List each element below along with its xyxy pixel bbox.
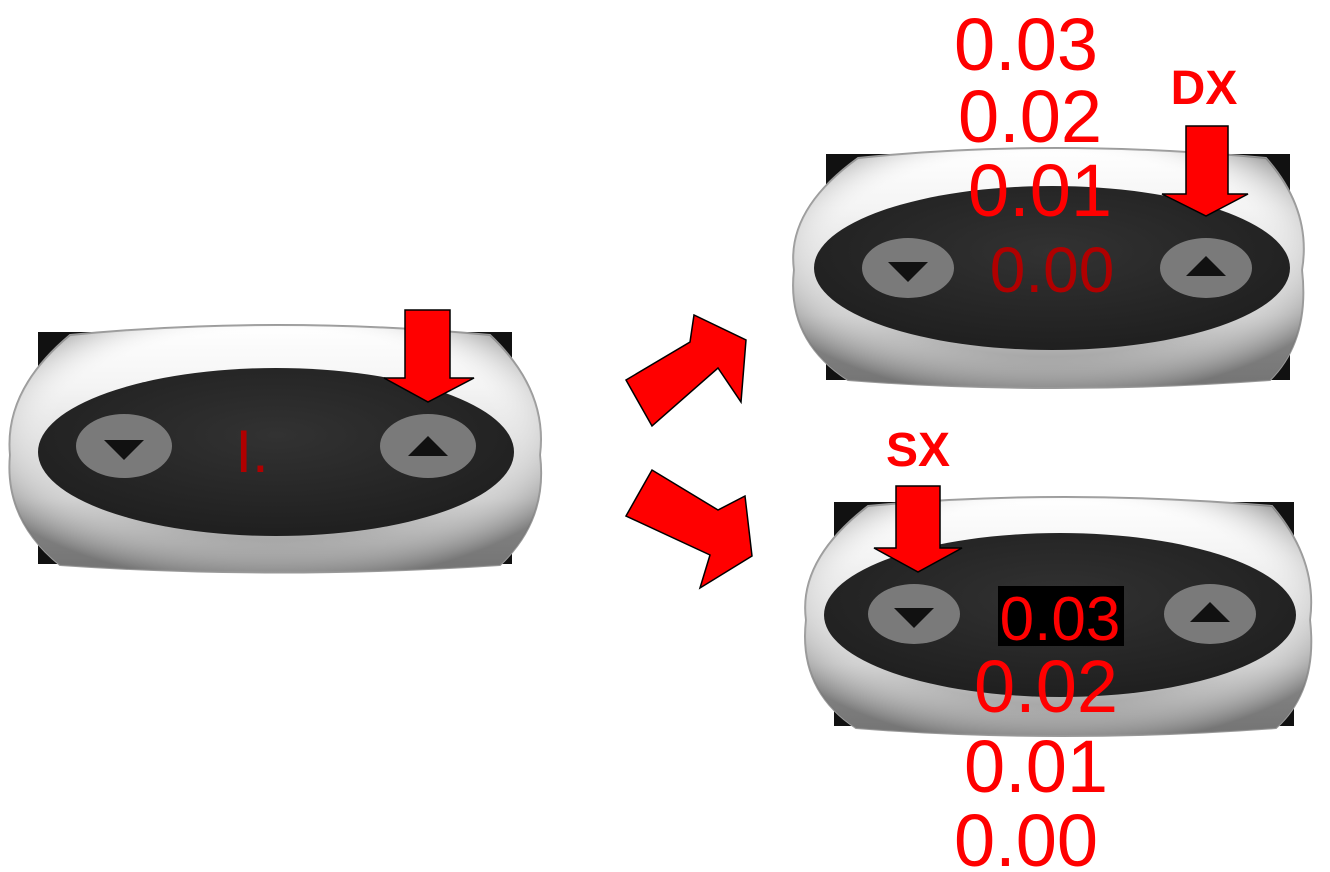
top-device-display-text: 0.00 — [990, 234, 1115, 306]
left-device-down-button[interactable] — [76, 414, 172, 478]
press-down-arrow — [873, 485, 963, 573]
top-device-up-button[interactable] — [1160, 238, 1252, 298]
down-triangle-icon — [888, 262, 928, 282]
left-device-lcd — [38, 368, 514, 536]
bottom-sequence-value: 0.02 — [974, 645, 1118, 728]
up-triangle-icon — [408, 436, 448, 456]
bottom-device-down-button[interactable] — [868, 584, 960, 644]
left-device-display-text: I. — [235, 418, 268, 485]
down-triangle-icon — [894, 608, 934, 628]
top-sequence-value: 0.03 — [954, 3, 1098, 86]
bottom-sequence-value: 0.00 — [954, 799, 1098, 872]
top-device-lcd — [814, 186, 1290, 350]
transition-arrow-up — [624, 313, 747, 428]
press-up-arrow — [1161, 125, 1249, 217]
top-device-down-button[interactable] — [862, 238, 954, 298]
left-device: I. — [8, 309, 543, 574]
sx-label: SX — [886, 424, 950, 477]
dx-label: DX — [1171, 62, 1238, 115]
bottom-sequence-value: 0.01 — [964, 725, 1108, 808]
top-device: 0.00 — [792, 147, 1305, 389]
left-device-up-button[interactable] — [380, 414, 476, 478]
up-triangle-icon — [1186, 256, 1226, 276]
top-sequence-value: 0.02 — [958, 75, 1102, 158]
press-up-arrow — [383, 309, 475, 403]
bottom-device-display-highlight — [998, 586, 1124, 646]
bottom-device-display-text: 0.03 — [1000, 585, 1121, 654]
transition-arrow-down — [624, 468, 753, 590]
bottom-device-up-button[interactable] — [1164, 584, 1256, 644]
up-triangle-icon — [1190, 602, 1230, 622]
top-sequence-value: 0.01 — [968, 149, 1112, 232]
down-triangle-icon — [104, 440, 144, 460]
